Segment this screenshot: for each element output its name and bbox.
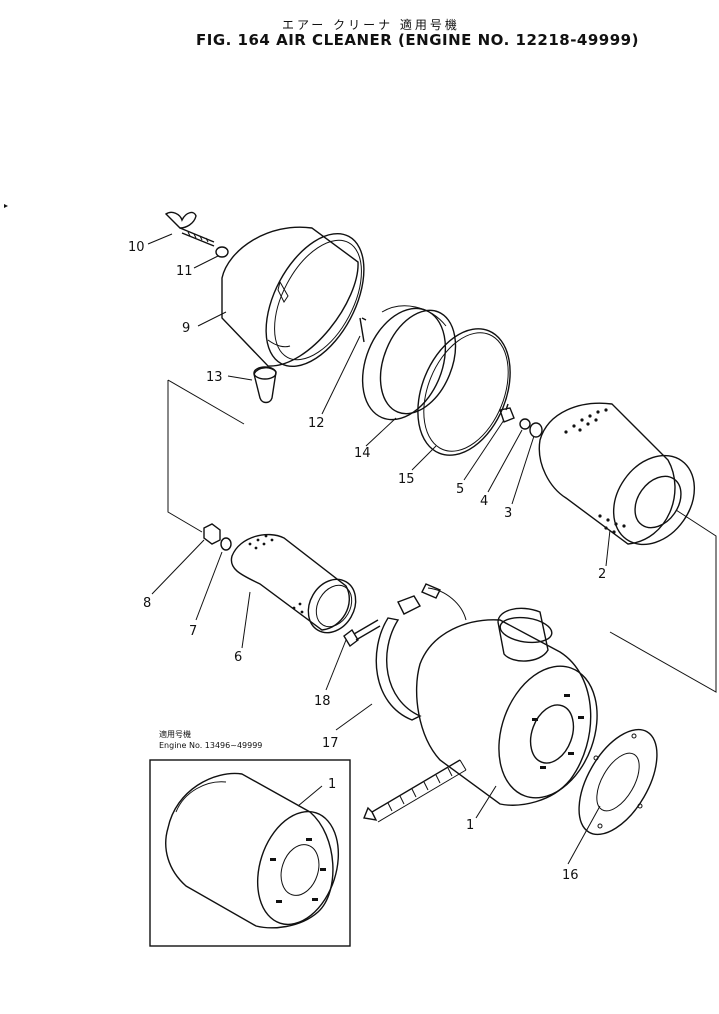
- callout-4: 4: [480, 494, 488, 509]
- callout-15: 15: [398, 472, 415, 487]
- callout-2: 2: [598, 567, 606, 582]
- guide-line: [609, 509, 717, 693]
- inset-frame: [149, 759, 351, 947]
- callout-5: 5: [456, 482, 464, 497]
- callout-12: 12: [308, 416, 325, 431]
- callout-18: 18: [314, 694, 331, 709]
- callout-1-inset: 1: [328, 777, 336, 792]
- part-11-washer: [215, 246, 229, 258]
- part-2-outer-element: [538, 402, 696, 546]
- part-5-wing-nut: [499, 403, 515, 423]
- margin-marker: [4, 204, 8, 208]
- part-15-band-clamp: [417, 328, 511, 456]
- callout-17: 17: [322, 736, 339, 751]
- callout-10: 10: [128, 240, 145, 255]
- part-8-nut: [203, 523, 221, 545]
- callout-13: 13: [206, 370, 223, 385]
- part-4-washer: [519, 418, 531, 430]
- inset-pointer-arrow: [363, 759, 467, 823]
- part-16-gasket: [578, 728, 658, 836]
- guide-line: [167, 380, 203, 533]
- part-9-cover: [221, 226, 365, 367]
- callout-9: 9: [182, 321, 190, 336]
- callout-8: 8: [143, 596, 151, 611]
- figure-title-jp: エアー クリーナ 適用号機: [282, 18, 460, 32]
- part-10-wing-bolt: [164, 211, 215, 247]
- part-6-inner-element: [230, 533, 357, 634]
- inset-note-jp: 適用号機: [159, 730, 191, 739]
- part-7-washer: [220, 537, 232, 551]
- callout-3: 3: [504, 506, 512, 521]
- part-17-mounting-band: [375, 583, 467, 721]
- part-14-inner-cover: [361, 305, 457, 421]
- inset-air-cleaner-body: [165, 772, 340, 929]
- callout-7: 7: [189, 624, 197, 639]
- inset-note: Engine No. 13496~49999: [159, 741, 263, 750]
- figure-title: FIG. 164 AIR CLEANER (ENGINE NO. 12218-4…: [196, 31, 639, 49]
- leader-lines: [147, 233, 611, 865]
- callout-6: 6: [234, 650, 242, 665]
- part-3-seal-ring: [529, 422, 543, 438]
- part-13-dust-valve: [253, 366, 277, 404]
- part-12-pin: [359, 317, 367, 343]
- callout-16: 16: [562, 868, 579, 883]
- callout-1: 1: [466, 818, 474, 833]
- callout-14: 14: [354, 446, 371, 461]
- part-18-bolt: [343, 619, 381, 648]
- guide-line: [167, 379, 245, 425]
- part-1-air-cleaner-body: [415, 607, 598, 806]
- callout-11: 11: [176, 264, 193, 279]
